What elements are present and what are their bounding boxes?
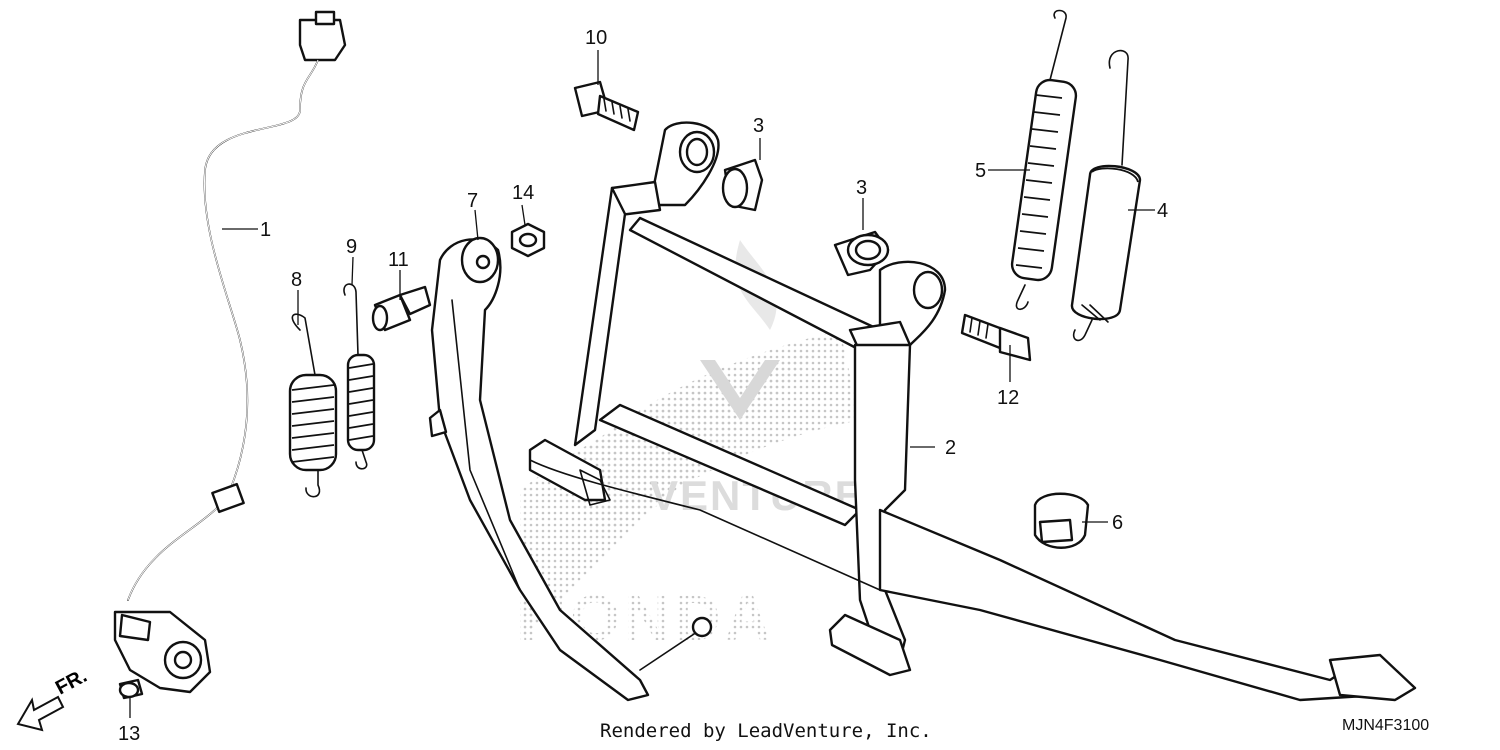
callout-14: 14 [512,182,534,204]
callout-5: 5 [975,160,986,182]
footer-credit: Rendered by LeadVenture, Inc. [600,720,932,742]
front-arrow-icon [16,695,65,732]
part-10-bolt [573,80,640,132]
callout-11: 11 [388,249,409,271]
part-13-bolt [118,678,144,700]
callout-labels: 1 2 3 3 4 5 6 7 8 9 10 11 12 13 14 [118,27,1168,745]
callout-8: 8 [291,269,302,291]
leader-lines [129,50,1155,718]
part-3-collar-upper [721,158,764,212]
callout-9: 9 [346,236,357,258]
part-11-pivot-bolt [371,285,432,332]
callout-4: 4 [1157,200,1168,222]
callout-6: 6 [1112,512,1123,534]
part-8-spring [288,313,338,498]
callout-13: 13 [118,723,140,745]
part-2-main-stand [528,121,1417,702]
part-4-spring-sleeve [1070,49,1142,342]
part-5-spring [1010,9,1078,311]
part-6-rubber-stopper [1033,492,1090,549]
callout-2: 2 [945,437,956,459]
part-14-nut [510,222,546,258]
callout-3-upper: 3 [753,115,764,137]
part-1-side-stand-switch [113,10,347,694]
diagram-code: MJN4F3100 [1342,717,1430,734]
part-3-collar-lower [833,230,890,277]
callout-1: 1 [260,219,271,241]
callout-7: 7 [467,190,478,212]
part-9-spring [343,283,376,470]
callout-3-lower: 3 [856,177,867,199]
callout-12: 12 [997,387,1019,409]
callout-10: 10 [585,27,607,49]
part-7-side-stand [428,236,713,702]
part-12-bolt [960,313,1032,362]
